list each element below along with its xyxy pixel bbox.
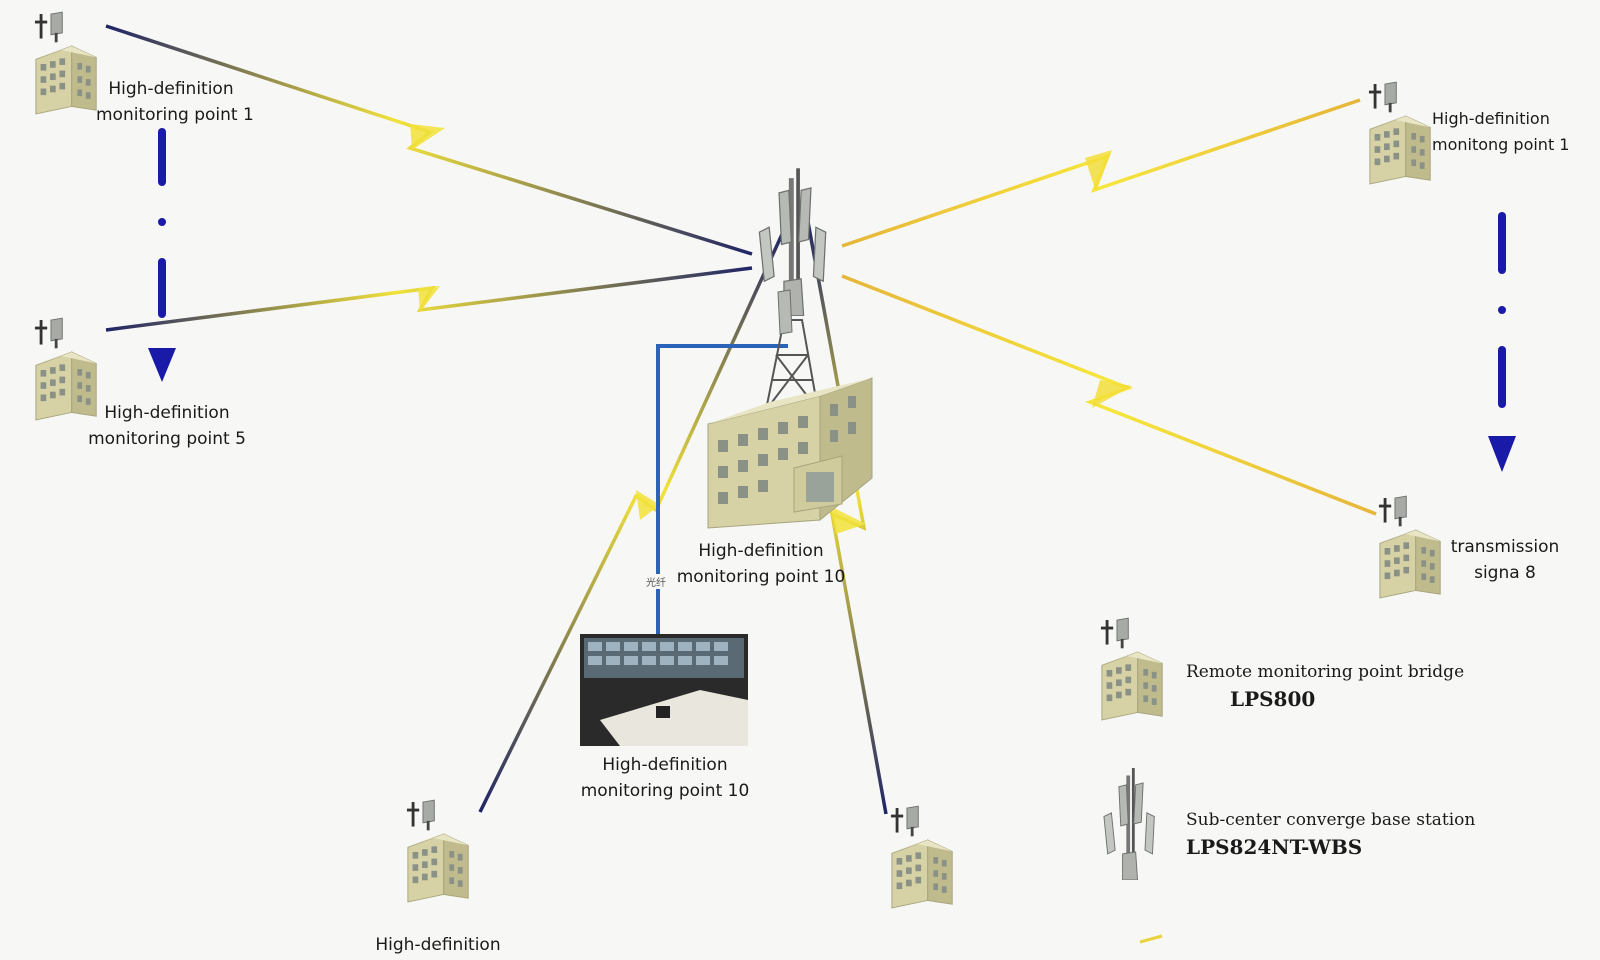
building-icon-bottom-left bbox=[406, 799, 469, 903]
right-sequence-arrow bbox=[1488, 212, 1516, 472]
fiber-link bbox=[656, 344, 788, 634]
legend-base-station-model: LPS824NT-WBS bbox=[1186, 835, 1363, 859]
control-room-photo bbox=[580, 634, 748, 746]
left-sequence-arrow bbox=[148, 128, 176, 382]
central-building-icon bbox=[707, 377, 873, 529]
label-bottom-left-partial: High-definition bbox=[375, 935, 501, 955]
legend-base-station-desc: Sub-center converge base station bbox=[1186, 810, 1476, 830]
building-icon-bottom-right bbox=[890, 805, 953, 909]
legend-bridge-desc: Remote monitoring point bridge bbox=[1186, 662, 1465, 682]
building-icon-point-1-right bbox=[1368, 81, 1431, 185]
legend-bridge: Remote monitoring point bridge LPS800 bbox=[1186, 660, 1464, 714]
legend-base-station: Sub-center converge base station LPS824N… bbox=[1186, 808, 1475, 862]
fiber-label: 光纤 bbox=[644, 574, 668, 589]
wireless-link-left-upper bbox=[105, 24, 753, 256]
legend-base-station-icon bbox=[1103, 768, 1155, 880]
central-base-station-icon bbox=[758, 168, 827, 411]
building-icon-transmission bbox=[1378, 495, 1441, 599]
legend-bridge-model: LPS800 bbox=[1230, 687, 1316, 711]
legend-bridge-icon bbox=[1100, 617, 1163, 721]
legend-wireless-icon-partial bbox=[1139, 934, 1163, 944]
building-icon-point-1-left bbox=[34, 11, 97, 115]
